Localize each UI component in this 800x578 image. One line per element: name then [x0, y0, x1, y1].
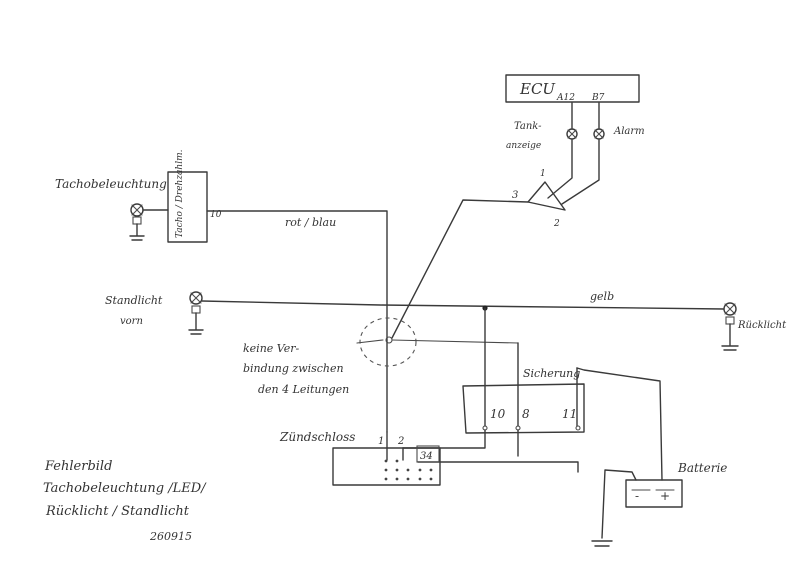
- switch-pin3: 3: [512, 190, 518, 201]
- alarm-label: Alarm: [613, 126, 645, 137]
- ecu-pin-a: A12: [556, 93, 575, 103]
- tacho-lamp-icon: [129, 203, 145, 241]
- standlicht-lamp-icon: [188, 291, 204, 335]
- zuendschloss-pin34: 34: [420, 451, 433, 462]
- zuendschloss-pin2: 2: [397, 436, 404, 447]
- note-line3: den 4 Leitungen: [258, 383, 349, 396]
- ecu-box: ECU A12 B7: [505, 74, 640, 103]
- ecu-label: ECU: [519, 80, 556, 98]
- title-line1: Fehlerbild: [44, 459, 112, 474]
- fuse-pin-10: 10: [490, 407, 506, 421]
- zuendschloss-pin1: 1: [378, 436, 384, 447]
- title-date: 260915: [149, 530, 192, 543]
- note-line2: bindung zwischen: [243, 362, 344, 375]
- batterie-minus: -: [635, 489, 639, 503]
- switch-triangle: 1 2 3: [512, 169, 566, 229]
- zuendschloss-box: Zündschloss 1 2 34: [279, 430, 441, 486]
- standlicht-label-2: vorn: [120, 316, 143, 327]
- tacho-box-pin: 10: [210, 210, 222, 220]
- standlicht-label-1: Standlicht: [105, 294, 163, 307]
- note-line1: keine Ver-: [243, 342, 299, 355]
- wire-rot-blau-label: rot / blau: [285, 216, 336, 229]
- switch-pin2: 2: [553, 219, 560, 229]
- tank-label-2: anzeige: [506, 141, 541, 151]
- tank-lamp-icon: [566, 128, 578, 140]
- fuse-pin-8: 8: [522, 407, 530, 421]
- tacho-box-label: Tacho / Drehzahlm.: [175, 149, 185, 238]
- tacho-label: Tachobeleuchtung: [55, 177, 167, 191]
- switch-pin1: 1: [540, 169, 546, 179]
- no-connection-circle: [359, 317, 417, 367]
- ruecklicht-lamp-icon: [721, 302, 739, 351]
- sicherung-label: Sicherung: [523, 367, 580, 380]
- title-line3: Rücklicht / Standlicht: [45, 504, 190, 519]
- batterie-label: Batterie: [677, 461, 727, 475]
- tank-label-1: Tank-: [514, 121, 542, 132]
- ecu-pin-b: B7: [591, 93, 605, 103]
- batterie-icon: - + Batterie: [625, 461, 727, 508]
- batterie-plus: +: [660, 489, 670, 503]
- ruecklicht-label: Rücklicht: [737, 320, 787, 331]
- alarm-lamp-icon: [593, 128, 605, 140]
- title-line2: Tachobeleuchtung /LED/: [43, 481, 207, 496]
- wire-gelb-label: gelb: [590, 290, 614, 303]
- tacho-box: Tacho / Drehzahlm. 10: [167, 149, 222, 243]
- fuse-pin-11: 11: [562, 407, 577, 421]
- sicherung-box: Sicherung 10 8 11: [462, 367, 585, 434]
- zuendschloss-label: Zündschloss: [279, 430, 355, 444]
